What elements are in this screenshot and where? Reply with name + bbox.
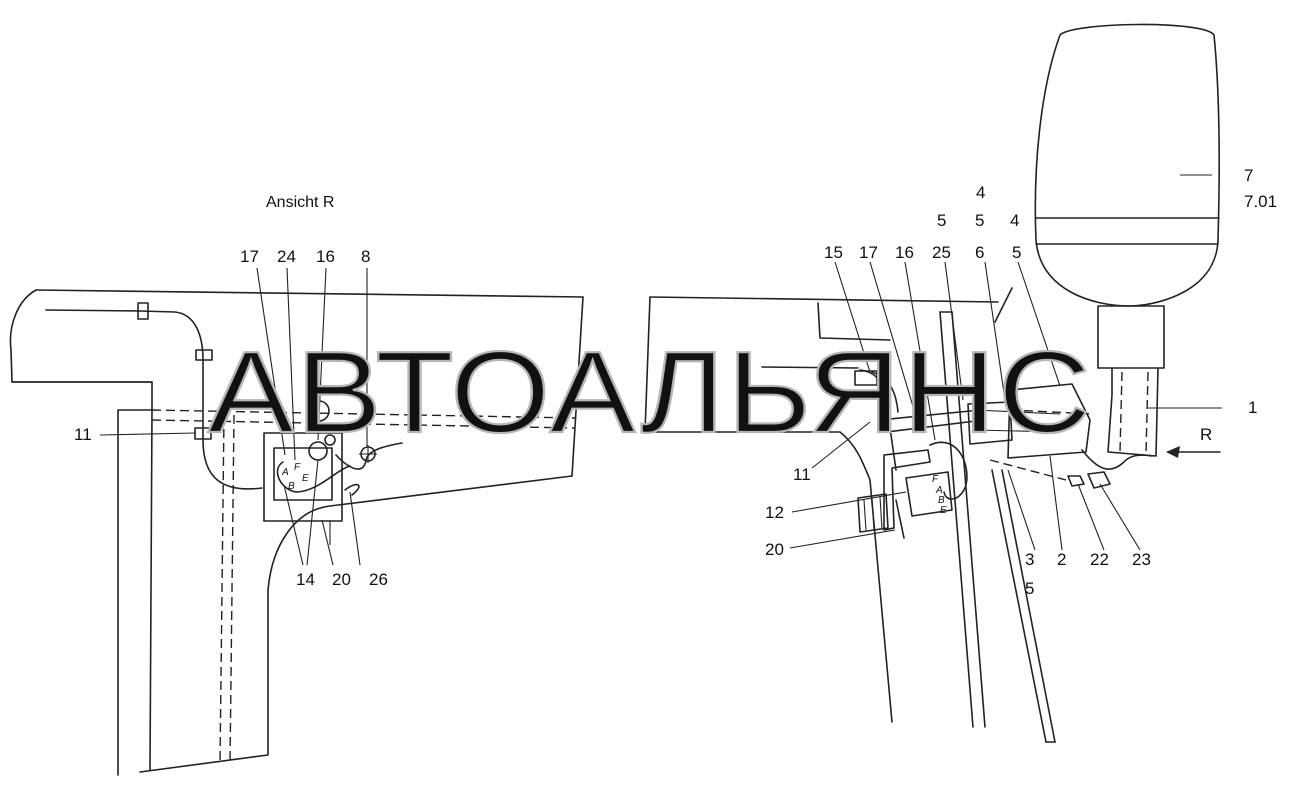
left-bracket-foot [264,520,331,545]
left-wire-clip-1 [137,302,149,320]
left-bolt-cross [359,445,377,463]
right-pillar-outer-back [1001,469,1056,743]
watermark-text: АВТОАЛЬЯНС [208,327,1093,457]
left-valve-letter-a: A [281,467,289,478]
left-fitting-small [324,434,336,446]
right-callout-15: 15 [824,243,843,262]
valve-mount-lines [974,409,1061,433]
left-hidden-rail-lower [151,419,575,429]
left-view: A F E B Ansicht R 17 24 16 8 11 14 20 26 [9,194,584,776]
relay-valve-flange [883,449,931,531]
right-callout-3: 3 [1025,550,1034,569]
hose-loop-right [1081,449,1153,470]
left-callout-16: 16 [316,247,335,266]
left-valve-body [273,447,333,501]
right-view: F A B E 7 7.01 4 5 4 5 5 6 25 16 17 15 1… [644,23,1277,743]
right-callout-1: 1 [1248,398,1257,417]
filter-hidden-right [1145,371,1149,455]
relay-valve-loop [929,441,968,500]
left-hose-loop [276,461,351,493]
right-callout-r: R [1200,425,1212,444]
tank-neck [1097,305,1165,369]
relay-valve-body [905,471,953,517]
right-callout-7: 7 [1244,166,1253,185]
left-valve-letter-b: B [288,481,295,492]
left-wire-clip-2 [195,349,213,361]
left-cab-top-edge [35,289,584,298]
right-callout-6: 6 [975,243,984,262]
left-pillar-inner [149,409,153,771]
right-callout-11: 11 [793,465,811,484]
view-direction-arrowhead [1166,446,1180,458]
connector-15 [854,370,878,386]
relay-valve-port-detail [863,496,883,531]
left-callout-11: 11 [74,425,92,444]
left-callout-14: 14 [296,570,315,589]
right-pillar-outer-front [991,469,1047,743]
left-leader-lines [99,267,368,566]
right-callout-25: 25 [932,243,951,262]
left-callout-20: 20 [332,570,351,589]
right-callout-17: 17 [859,243,878,262]
left-callout-26: 26 [369,570,388,589]
right-cab-top-edge [649,296,999,303]
left-valve-letter-e: E [302,473,309,484]
right-cab-outline [644,296,893,723]
filter-column [1107,367,1159,457]
valve-housing [1007,383,1091,459]
right-callout-20: 20 [765,540,784,559]
right-pillar-front [939,311,974,728]
left-hidden-post-b [229,414,235,766]
left-callout-17: 17 [240,247,259,266]
right-cab-window-edge [761,366,859,369]
valve-mount-block [967,401,1013,445]
right-callout-5-bottom: 5 [1025,579,1034,598]
bracket-rail-2 [871,371,899,413]
right-valve-letter-f: F [932,474,939,485]
left-hidden-post-a [219,414,225,766]
tank-body [1034,23,1220,307]
right-callout-12: 12 [765,503,784,522]
right-callout-2: 2 [1057,550,1066,569]
relay-valve-port-stack [857,493,889,533]
right-callout-23: 23 [1132,550,1151,569]
right-valve-letter-e: E [940,505,947,516]
left-callout-24: 24 [277,247,296,266]
right-callout-22: 22 [1090,550,1109,569]
right-callout-5-a: 5 [937,211,946,230]
left-cab-outline [9,289,153,776]
right-cab-inner-line [817,302,891,341]
right-pillar-back [951,311,986,728]
filter-hidden-left [1119,371,1123,453]
left-callout-8: 8 [361,247,370,266]
right-antenna [994,287,1013,323]
valve-housing-hidden [1009,409,1095,415]
bracket-20-plate [895,499,905,539]
right-callout-4-top: 4 [976,183,985,202]
fitting-22 [1067,475,1085,487]
left-hose-26 [335,442,403,470]
left-valve-letter-f: F [294,462,301,473]
left-hose-lower [344,483,360,496]
left-door-lower-edge [139,475,573,773]
right-callout-16: 16 [895,243,914,262]
right-valve-letter-b: B [938,495,945,506]
left-hidden-rail-upper [151,409,576,419]
left-wire-harness [45,309,263,490]
bracket-arm [879,409,985,433]
right-callout-5-c: 5 [1012,243,1021,262]
right-valve-letter-a: A [935,485,943,496]
right-leader-lines [789,174,1222,551]
right-callout-4-b: 4 [1010,211,1019,230]
right-callout-7-01: 7.01 [1244,192,1277,211]
left-cab-right-edge [571,296,584,477]
fitting-23 [1087,471,1111,489]
right-callout-5-b: 5 [975,211,984,230]
left-view-title: Ansicht R [266,194,334,211]
